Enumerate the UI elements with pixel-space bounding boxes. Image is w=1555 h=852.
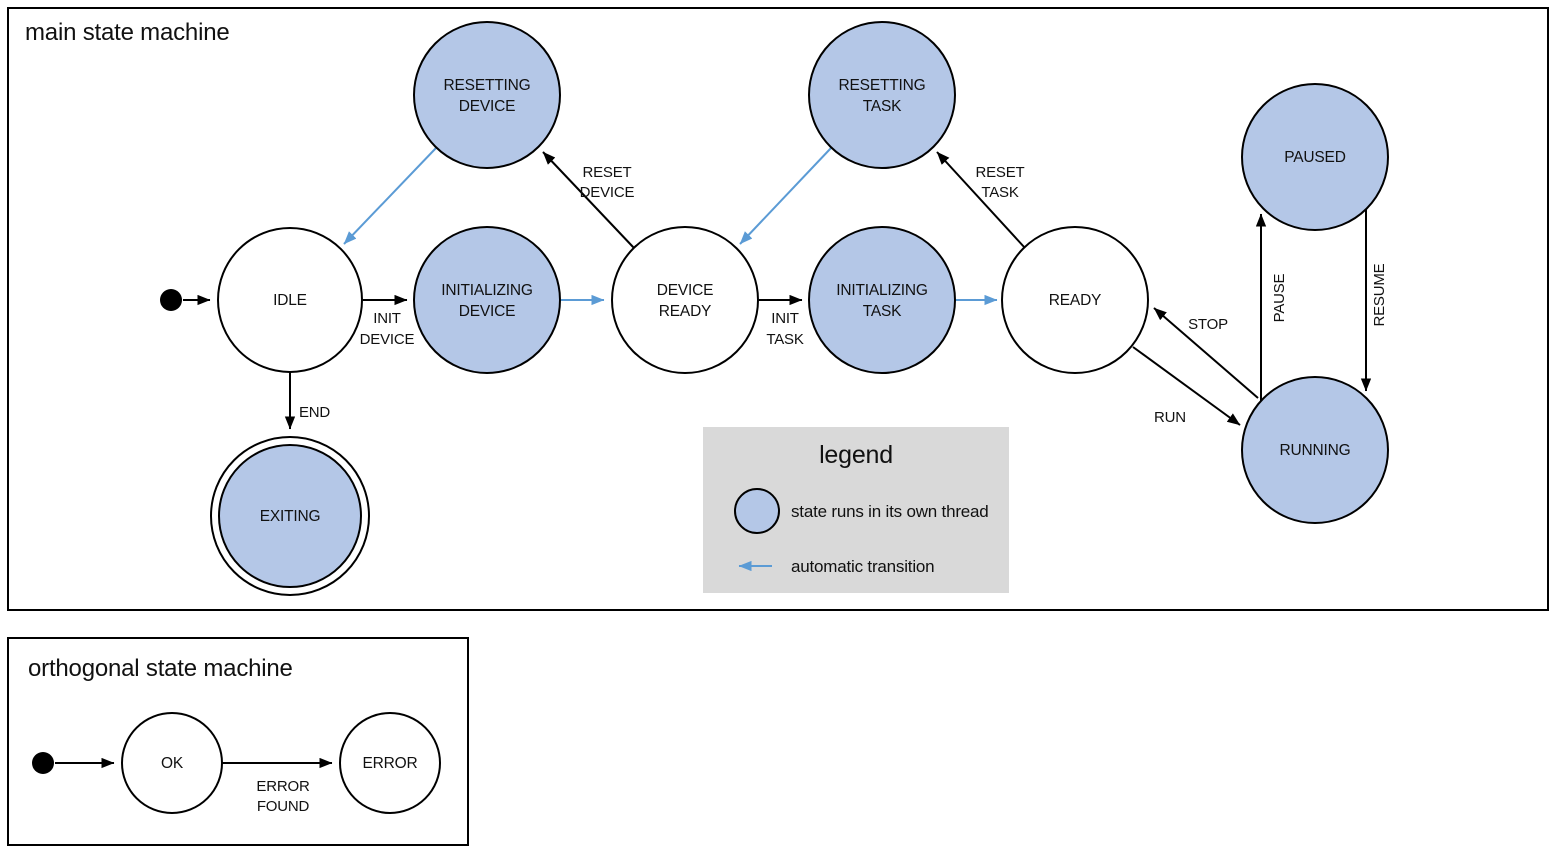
orthogonal-state-machine: orthogonal state machine ERROR FOUND OK … <box>7 637 469 846</box>
transition-reset-device-label: DEVICE <box>580 184 635 201</box>
state-paused: PAUSED <box>1241 83 1389 231</box>
state-device-ready-circle <box>611 226 759 374</box>
state-exiting-circle <box>218 444 362 588</box>
state-error-circle <box>339 712 441 814</box>
transition-end: END <box>284 372 331 430</box>
transition-reset-task-arrow <box>936 151 1026 249</box>
legend: legend state runs in its own thread auto… <box>703 427 1009 593</box>
state-ready: READY <box>1001 226 1149 374</box>
state-running: RUNNING <box>1241 376 1389 524</box>
transition-reset-task-label: TASK <box>981 184 1018 201</box>
state-resetting-task-circle <box>808 21 956 169</box>
state-ok-label: OK <box>161 755 184 772</box>
state-ready-label: READY <box>1049 292 1101 309</box>
state-initializing-task-label: TASK <box>863 303 902 320</box>
transition-stop: STOP <box>1153 307 1259 399</box>
auto-transition-resetting-device-to-idle <box>343 147 437 245</box>
state-error: ERROR <box>339 712 441 814</box>
state-paused-label: PAUSED <box>1284 149 1345 166</box>
state-initializing-task-label: INITIALIZING <box>836 282 927 299</box>
orthogonal-machine-title: orthogonal state machine <box>28 655 293 682</box>
state-running-circle <box>1241 376 1389 524</box>
state-idle-circle <box>217 227 363 373</box>
transition-resume: RESUME <box>1360 209 1388 392</box>
transition-init-task: INIT TASK <box>759 294 804 348</box>
transition-init-task-label: INIT <box>771 310 799 327</box>
transition-run-arrow <box>1132 346 1241 426</box>
state-initializing-device-label: DEVICE <box>459 303 516 320</box>
state-ready-circle <box>1001 226 1149 374</box>
transition-init-device-label: INIT <box>373 310 401 327</box>
legend-auto-transition-label: automatic transition <box>791 557 934 576</box>
state-error-label: ERROR <box>363 755 418 772</box>
state-device-ready-label: READY <box>659 303 711 320</box>
state-idle: IDLE <box>217 227 363 373</box>
transition-stop-arrow <box>1153 307 1259 399</box>
state-initializing-device: INITIALIZING DEVICE <box>413 226 561 374</box>
state-initializing-device-circle <box>413 226 561 374</box>
main-state-machine: main state machine INIT DEVICE RESET DEV… <box>7 7 1549 611</box>
transition-run-label: RUN <box>1154 409 1186 426</box>
transition-run: RUN <box>1132 346 1241 426</box>
state-initializing-task-circle <box>808 226 956 374</box>
transition-reset-task: RESET TASK <box>936 151 1026 249</box>
transition-init-task-label: TASK <box>766 331 803 348</box>
state-running-label: RUNNING <box>1280 442 1351 459</box>
state-resetting-task: RESETTING TASK <box>808 21 956 169</box>
transition-error-found: ERROR FOUND <box>222 757 333 815</box>
transition-pause-label: PAUSE <box>1271 273 1288 322</box>
state-initializing-device-label: INITIALIZING <box>441 282 532 299</box>
state-exiting-label: EXITING <box>260 508 321 525</box>
legend-thread-state-icon <box>734 488 780 534</box>
transition-reset-device: RESET DEVICE <box>542 151 635 249</box>
transition-pause: PAUSE <box>1255 213 1288 401</box>
transition-stop-label: STOP <box>1188 316 1228 333</box>
transition-reset-device-arrow <box>542 151 635 249</box>
legend-title: legend <box>819 441 893 469</box>
state-device-ready-label: DEVICE <box>657 282 714 299</box>
transition-init-device: INIT DEVICE <box>360 294 415 348</box>
state-exiting-final: EXITING <box>210 436 370 596</box>
state-ok-circle <box>121 712 223 814</box>
transition-error-found-label: ERROR <box>256 778 310 795</box>
transition-end-label: END <box>299 404 330 421</box>
state-paused-circle <box>1241 83 1389 231</box>
state-idle-label: IDLE <box>273 292 307 309</box>
transition-reset-task-label: RESET <box>975 164 1024 181</box>
state-ok: OK <box>121 712 223 814</box>
auto-transition-resetting-task-to-device-ready <box>739 147 832 245</box>
state-resetting-device-label: DEVICE <box>459 98 516 115</box>
transition-error-found-label: FOUND <box>257 798 310 815</box>
state-initializing-task: INITIALIZING TASK <box>808 226 956 374</box>
orthogonal-initial-state-dot <box>32 752 54 774</box>
transition-init-device-label: DEVICE <box>360 331 415 348</box>
transition-resume-label: RESUME <box>1371 263 1388 326</box>
initial-state-dot <box>160 289 182 311</box>
state-resetting-task-label: TASK <box>863 98 902 115</box>
main-machine-title: main state machine <box>25 19 230 46</box>
legend-thread-state-label: state runs in its own thread <box>791 502 989 521</box>
state-resetting-device-label: RESETTING <box>444 77 531 94</box>
state-resetting-device-circle <box>413 21 561 169</box>
transition-reset-device-label: RESET <box>582 164 631 181</box>
state-resetting-device: RESETTING DEVICE <box>413 21 561 169</box>
state-device-ready: DEVICE READY <box>611 226 759 374</box>
state-resetting-task-label: RESETTING <box>839 77 926 94</box>
